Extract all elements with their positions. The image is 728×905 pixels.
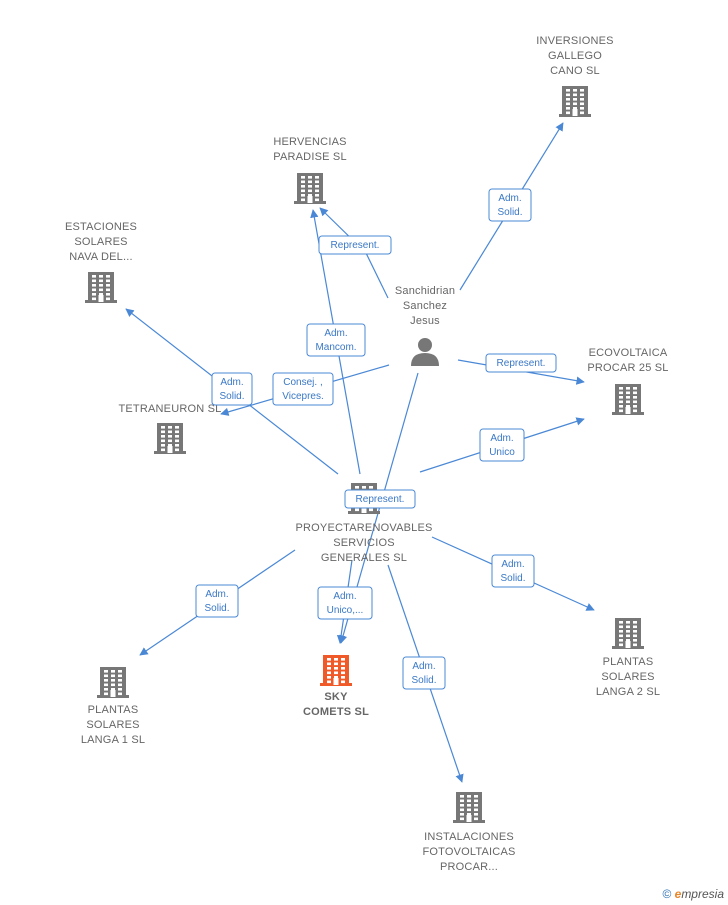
edge-label-text: Represent.	[497, 358, 546, 369]
edge-label[interactable]: Adm. Unico,...	[317, 586, 373, 620]
node-label: LANGA 2 SL	[596, 686, 660, 698]
node-label: COMETS SL	[303, 706, 369, 718]
person-icon	[411, 338, 439, 366]
node-label: PROYECTARENOVABLES	[295, 522, 432, 534]
node-label: Jesus	[410, 315, 440, 327]
edge-label-box	[195, 584, 239, 618]
node-label: SOLARES	[74, 236, 127, 248]
edge-label-text: Adm.	[333, 591, 356, 602]
edge-label-text: Represent.	[331, 240, 380, 251]
edge-label-text: Adm.	[205, 589, 228, 600]
edge-label-text: Mancom.	[315, 342, 356, 353]
edge-label-text: Unico	[489, 447, 515, 458]
node-label: SKY	[324, 691, 348, 703]
edge-label[interactable]: Adm. Solid.	[402, 656, 446, 690]
edge-label[interactable]: Represent.	[318, 235, 392, 255]
edge-label-box	[485, 353, 557, 373]
node-label: GENERALES SL	[321, 552, 407, 564]
building-icon	[612, 384, 644, 415]
edge-label[interactable]: Adm. Solid.	[195, 584, 239, 618]
edge-label[interactable]: Adm. Solid.	[211, 372, 253, 406]
edge-label-text: Adm.	[220, 377, 243, 388]
node-label: INVERSIONES	[536, 35, 613, 47]
node-label: INSTALACIONES	[424, 831, 514, 843]
building-icon	[154, 423, 186, 454]
node-label: TETRANEURON SL	[118, 403, 221, 415]
copyright-icon: ©	[662, 887, 672, 901]
edge-label-box	[317, 586, 373, 620]
building-icon	[453, 792, 485, 823]
edge-label-text: Solid.	[497, 207, 522, 218]
building-icon	[612, 618, 644, 649]
building-icon	[97, 667, 129, 698]
edge-label-text: Adm.	[501, 559, 524, 570]
building-icon	[320, 655, 352, 686]
node-label: HERVENCIAS	[273, 136, 346, 148]
edge-label[interactable]: Represent.	[344, 489, 416, 509]
node-label: SOLARES	[601, 671, 654, 683]
node-label: ESTACIONES	[65, 221, 137, 233]
node-inversiones[interactable]: INVERSIONES GALLEGO CANO SL	[536, 35, 613, 117]
edge-label[interactable]: Consej. , Vicepres.	[272, 372, 334, 406]
node-label: GALLEGO	[548, 50, 602, 62]
edge-label-box	[488, 188, 532, 222]
building-icon	[85, 272, 117, 303]
edge-label-box	[491, 554, 535, 588]
node-label: NAVA DEL...	[69, 251, 133, 263]
edge-label-text: Vicepres.	[282, 391, 324, 402]
node-plantas1[interactable]: PLANTAS SOLARES LANGA 1 SL	[81, 667, 145, 746]
node-label: SERVICIOS	[333, 537, 395, 549]
node-label: SOLARES	[86, 719, 139, 731]
edge-label-box	[479, 428, 525, 462]
edge-label-box	[211, 372, 253, 406]
edge-label[interactable]: Adm. Solid.	[488, 188, 532, 222]
edge-label-box	[344, 489, 416, 509]
node-tetraneuron[interactable]: TETRANEURON SL	[118, 403, 221, 454]
edge-label-text: Unico,...	[327, 605, 364, 616]
building-icon	[294, 173, 326, 204]
node-label: ECOVOLTAICA	[589, 347, 668, 359]
edge-label[interactable]: Represent.	[485, 353, 557, 373]
edge-label-text: Adm.	[490, 433, 513, 444]
edge-label-text: Adm.	[324, 328, 347, 339]
edge-label[interactable]: Adm. Unico	[479, 428, 525, 462]
node-label: PARADISE SL	[273, 151, 347, 163]
edge-label-box	[306, 323, 366, 357]
edge-label-text: Adm.	[498, 193, 521, 204]
node-label: PLANTAS	[88, 704, 139, 716]
edge-label-box	[272, 372, 334, 406]
edge-label-text: Solid.	[500, 573, 525, 584]
edge-label-text: Consej. ,	[283, 377, 322, 388]
building-icon	[559, 86, 591, 117]
node-label: Sanchidrian	[395, 285, 455, 297]
node-hervencias[interactable]: HERVENCIAS PARADISE SL	[273, 136, 347, 204]
node-label: PLANTAS	[603, 656, 654, 668]
brand-logo-text: mpresia	[681, 887, 724, 901]
brand-logo-initial: e	[674, 887, 682, 901]
node-sky[interactable]: SKY COMETS SL	[303, 655, 369, 718]
edge-label-text: Solid.	[219, 391, 244, 402]
node-instalaciones[interactable]: INSTALACIONES FOTOVOLTAICAS PROCAR...	[422, 792, 515, 873]
edge-label[interactable]: Adm. Solid.	[491, 554, 535, 588]
node-label: LANGA 1 SL	[81, 734, 145, 746]
node-label: CANO SL	[550, 65, 600, 77]
node-estaciones[interactable]: ESTACIONES SOLARES NAVA DEL...	[65, 221, 137, 303]
edge-label-box	[402, 656, 446, 690]
empresia-brand: © empresia	[662, 887, 724, 901]
node-label: PROCAR 25 SL	[587, 362, 668, 374]
node-ecovoltaica[interactable]: ECOVOLTAICA PROCAR 25 SL	[587, 347, 668, 415]
edge-label-text: Solid.	[411, 675, 436, 686]
edge-label-text: Solid.	[204, 603, 229, 614]
edge-label[interactable]: Adm. Mancom.	[306, 323, 366, 357]
node-label: PROCAR...	[440, 861, 498, 873]
node-label: FOTOVOLTAICAS	[422, 846, 515, 858]
edge-label-box	[318, 235, 392, 255]
node-label: Sanchez	[403, 300, 447, 312]
node-plantas2[interactable]: PLANTAS SOLARES LANGA 2 SL	[596, 618, 660, 698]
edge-label-text: Adm.	[412, 661, 435, 672]
edge-label-text: Represent.	[356, 494, 405, 505]
